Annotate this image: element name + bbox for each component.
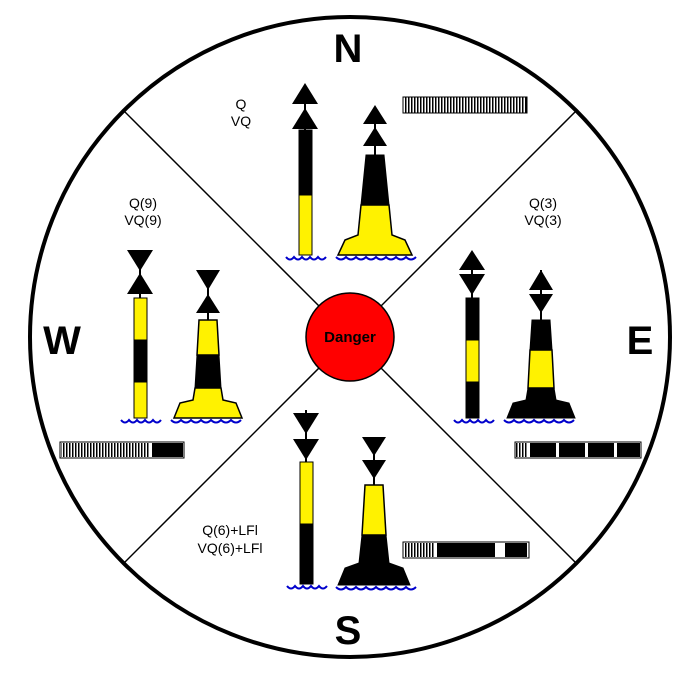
south-spar-black-band — [337, 534, 411, 586]
rhythm-west-very-quick: VQ(9) — [124, 212, 161, 228]
south-topmark-upper-cone-icon — [293, 413, 319, 434]
west-spar-upper-yellow-band — [196, 319, 220, 356]
east-pillar-yellow-band — [465, 339, 480, 383]
cardinal-south-label: S — [335, 609, 362, 653]
west-spar-lower-cone-icon — [196, 294, 220, 313]
water-icon — [286, 584, 328, 590]
west-pillar-upper-yellow-band — [133, 297, 148, 341]
south-topmark-lower-cone-icon — [293, 439, 319, 460]
south-spar-yellow-band — [361, 484, 387, 536]
water-icon — [453, 418, 495, 424]
danger-marker: Danger — [305, 292, 395, 382]
north-spar-black-band — [360, 154, 390, 206]
danger-circle — [305, 292, 395, 382]
north-spar-yellow-band — [336, 204, 414, 256]
east-pillar-lower-black-band — [465, 381, 480, 419]
east-topmark-lower-cone-icon — [459, 274, 485, 295]
east-spar-upper-cone-icon — [529, 270, 553, 290]
north-spar-upper-cone-icon — [363, 105, 387, 124]
water-icon — [503, 418, 575, 424]
north-pillar-yellow-band — [298, 194, 313, 256]
rhythm-south-quick: Q(6)+LFl — [202, 522, 258, 538]
north-topmark-upper-cone-icon — [292, 83, 318, 104]
east-light-pattern — [514, 441, 642, 459]
west-spar-buoy — [170, 270, 244, 424]
south-spar-upper-cone-icon — [362, 437, 386, 456]
water-icon — [285, 255, 327, 261]
rhythm-south-very-quick: VQ(6)+LFl — [198, 540, 263, 556]
east-spar-buoy — [503, 270, 576, 424]
danger-label: Danger — [324, 329, 376, 346]
south-pillar-black-band — [299, 523, 314, 585]
west-spar-upper-cone-icon — [196, 270, 220, 290]
water-icon — [120, 418, 162, 424]
south-spar-buoy — [335, 437, 417, 591]
east-spar-lower-black-band — [506, 387, 576, 419]
north-pillar-buoy — [285, 83, 327, 261]
north-light-pattern — [402, 96, 528, 114]
north-topmark-lower-cone-icon — [292, 108, 318, 129]
water-icon — [335, 255, 417, 261]
north-spar-lower-cone-icon — [363, 127, 387, 146]
rhythm-north-very-quick: VQ — [231, 113, 251, 129]
west-pillar-buoy — [120, 250, 162, 424]
west-light-pattern — [59, 441, 185, 459]
rhythm-west-quick: Q(9) — [129, 195, 157, 211]
east-topmark-upper-cone-icon — [459, 250, 485, 270]
west-spar-lower-yellow-band — [172, 387, 244, 419]
west-pillar-black-band — [133, 339, 148, 383]
cardinal-west-label: W — [43, 319, 81, 363]
north-pillar-black-band — [298, 129, 313, 196]
water-icon — [170, 418, 242, 424]
east-spar-lower-cone-icon — [529, 294, 553, 313]
east-pillar-upper-black-band — [465, 297, 480, 341]
west-spar-black-band — [194, 354, 222, 389]
west-pillar-lower-yellow-band — [133, 381, 148, 419]
north-spar-buoy — [335, 105, 417, 261]
rhythm-east-very-quick: VQ(3) — [524, 212, 561, 228]
rhythm-north-quick: Q — [236, 96, 247, 112]
west-topmark-upper-cone-icon — [127, 250, 153, 271]
rhythm-east-quick: Q(3) — [529, 195, 557, 211]
east-spar-upper-black-band — [529, 319, 553, 351]
cardinal-north-label: N — [334, 27, 363, 71]
east-pillar-buoy — [453, 250, 495, 424]
west-topmark-lower-cone-icon — [127, 273, 153, 294]
south-light-pattern — [402, 541, 530, 559]
south-pillar-buoy — [286, 410, 328, 590]
cardinal-east-label: E — [627, 319, 654, 363]
water-icon — [335, 585, 417, 591]
south-spar-lower-cone-icon — [362, 460, 386, 479]
south-pillar-yellow-band — [299, 461, 314, 525]
east-spar-yellow-band — [527, 349, 555, 389]
